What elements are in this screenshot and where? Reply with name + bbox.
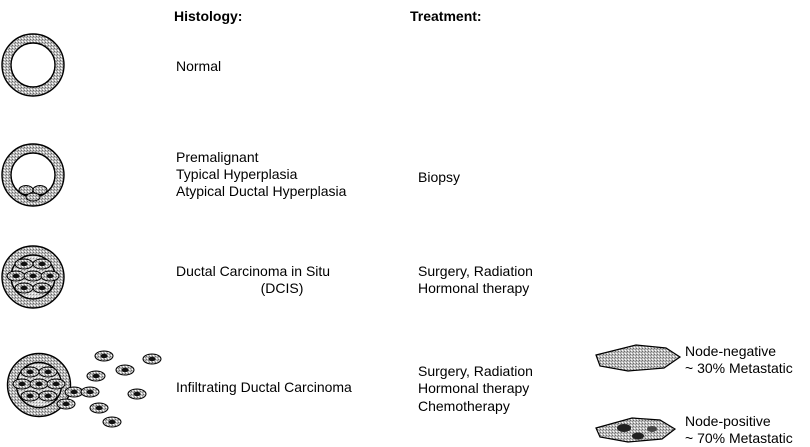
duct-dcis-icon bbox=[2, 246, 64, 308]
node-negative-shape bbox=[596, 345, 680, 371]
stage-infiltrating-histology: Infiltrating Ductal Carcinoma bbox=[176, 379, 352, 396]
legend-node-negative-detail: ~ 30% Metastatic bbox=[685, 360, 793, 377]
stage-normal-histology: Normal bbox=[176, 58, 221, 75]
stage-infiltrating-treatment-2: Hormonal therapy bbox=[418, 380, 529, 397]
stage-dcis-treatment-1: Surgery, Radiation bbox=[418, 263, 533, 280]
stage-premalignant-histology-3: Atypical Ductal Hyperplasia bbox=[176, 183, 346, 200]
stage-infiltrating-treatment-1: Surgery, Radiation bbox=[418, 363, 533, 380]
legend-node-positive-detail: ~ 70% Metastatic bbox=[685, 430, 793, 447]
stage-premalignant-histology-1: Premalignant bbox=[176, 149, 259, 166]
stage-dcis-treatment-2: Hormonal therapy bbox=[418, 280, 529, 297]
legend-node-negative-label: Node-negative bbox=[685, 343, 776, 360]
duct-normal-icon bbox=[2, 34, 64, 96]
stage-dcis-histology-2: (DCIS) bbox=[176, 280, 388, 297]
stage-premalignant-histology-2: Typical Hyperplasia bbox=[176, 166, 297, 183]
treatment-header: Treatment: bbox=[410, 8, 482, 25]
node-positive-shape bbox=[596, 418, 675, 442]
stage-dcis-histology-1: Ductal Carcinoma in Situ bbox=[176, 263, 330, 280]
duct-premalignant-icon bbox=[2, 144, 64, 206]
stage-premalignant-treatment: Biopsy bbox=[418, 169, 460, 186]
stage-infiltrating-treatment-3: Chemotherapy bbox=[418, 398, 510, 415]
duct-infiltrating-icon bbox=[8, 354, 84, 417]
invading-cells bbox=[81, 351, 161, 427]
legend-node-positive-label: Node-positive bbox=[685, 413, 771, 430]
histology-header: Histology: bbox=[174, 8, 242, 25]
